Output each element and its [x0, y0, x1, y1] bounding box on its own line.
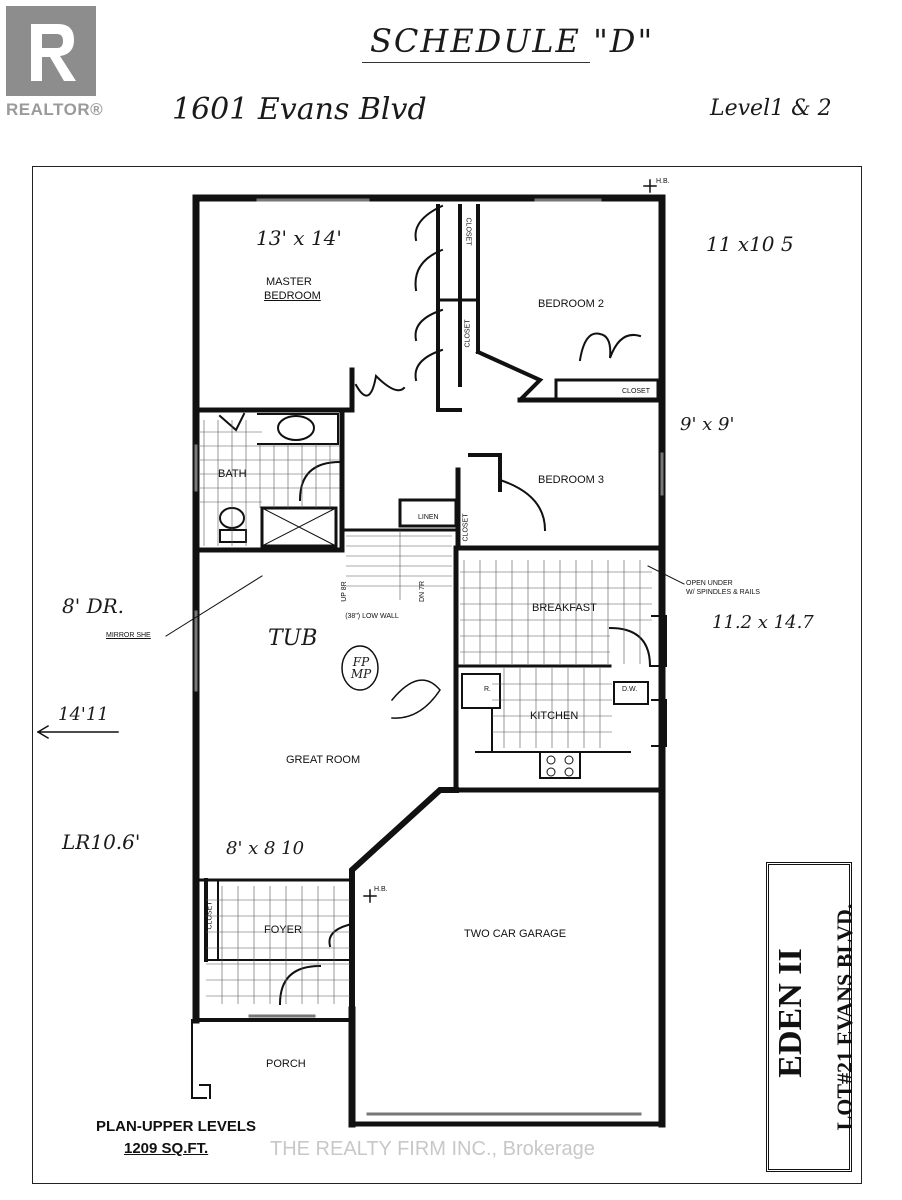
room-label-porch: PORCH	[266, 1058, 306, 1070]
room-label-closet-bed2: CLOSET	[622, 388, 651, 395]
lot-name: LOT#21 EVANS BLVD.	[832, 903, 857, 1131]
room-label-linen: LINEN	[418, 514, 439, 521]
room-label-kitchen: KITCHEN	[530, 710, 579, 722]
level-note: Level1 & 2	[710, 96, 832, 121]
mirror-label: MIRROR SHE	[106, 632, 151, 639]
dishwasher-label: D.W.	[622, 686, 638, 693]
address-note: 1601 Evans Blvd	[172, 92, 427, 127]
floorplan-sheet	[32, 166, 862, 1184]
hose-bib-label-top: H.B.	[656, 178, 670, 185]
room-label-closet-master-2: CLOSET	[464, 319, 472, 348]
width-note: 14'11	[58, 704, 109, 725]
room-label-garage: TWO CAR GARAGE	[464, 928, 567, 940]
room-label-bath: BATH	[218, 468, 247, 480]
room-label-closet-master-1: CLOSET	[464, 217, 472, 246]
schedule-title: SCHEDULE "D"	[370, 22, 655, 60]
room-label-closet-bed3: CLOSET	[462, 513, 470, 542]
room-label-master: MASTER	[266, 276, 312, 288]
plan-label: PLAN-UPPER LEVELS	[96, 1118, 257, 1135]
model-name: EDEN II	[772, 948, 809, 1078]
room-label-great-room: GREAT ROOM	[286, 754, 361, 766]
foyer-dims-note: 8' x 8 10	[226, 838, 305, 859]
master-dims-note: 13' x 14'	[256, 226, 342, 250]
plan-sqft: 1209 SQ.FT.	[124, 1140, 209, 1157]
open-under-label: OPEN UNDER	[686, 580, 733, 587]
stair-down-label: DN 7R	[419, 580, 427, 603]
fridge-label: R.	[484, 686, 491, 693]
realtor-logo	[6, 6, 96, 96]
room-label-breakfast: BREAKFAST	[532, 602, 597, 614]
tub-note: TUB	[268, 626, 318, 651]
hose-bib-label-garage: H.B.	[374, 886, 388, 893]
brokerage-watermark: THE REALTY FIRM INC., Brokerage	[270, 1138, 595, 1160]
room-label-foyer: FOYER	[264, 924, 302, 936]
stair-up-label: UP 8R	[340, 581, 348, 602]
realtor-logo-text: REALTOR®	[6, 100, 104, 119]
room-label-closet-foyer: CLOSET	[206, 901, 214, 930]
room-label-master-bedroom: BEDROOM	[264, 290, 321, 302]
fireplace-note: FP MP	[350, 655, 372, 681]
dining-note: 8' DR.	[62, 594, 125, 618]
room-label-bedroom-3: BEDROOM 3	[538, 474, 605, 486]
breakfast-dims-note: 11.2 x 14.7	[712, 612, 814, 633]
living-room-note: LR10.6'	[62, 830, 141, 854]
bedroom2-dims-note: 11 x10 5	[706, 232, 794, 256]
room-label-bedroom-2: BEDROOM 2	[538, 298, 605, 310]
bedroom3-dims-note: 9' x 9'	[680, 414, 735, 435]
low-wall-label: (38") LOW WALL	[345, 613, 399, 620]
schedule-underline	[362, 62, 590, 63]
title-block: EDEN II LOT#21 EVANS BLVD.	[766, 862, 857, 1172]
spindles-label: W/ SPINDLES & RAILS	[686, 589, 760, 596]
